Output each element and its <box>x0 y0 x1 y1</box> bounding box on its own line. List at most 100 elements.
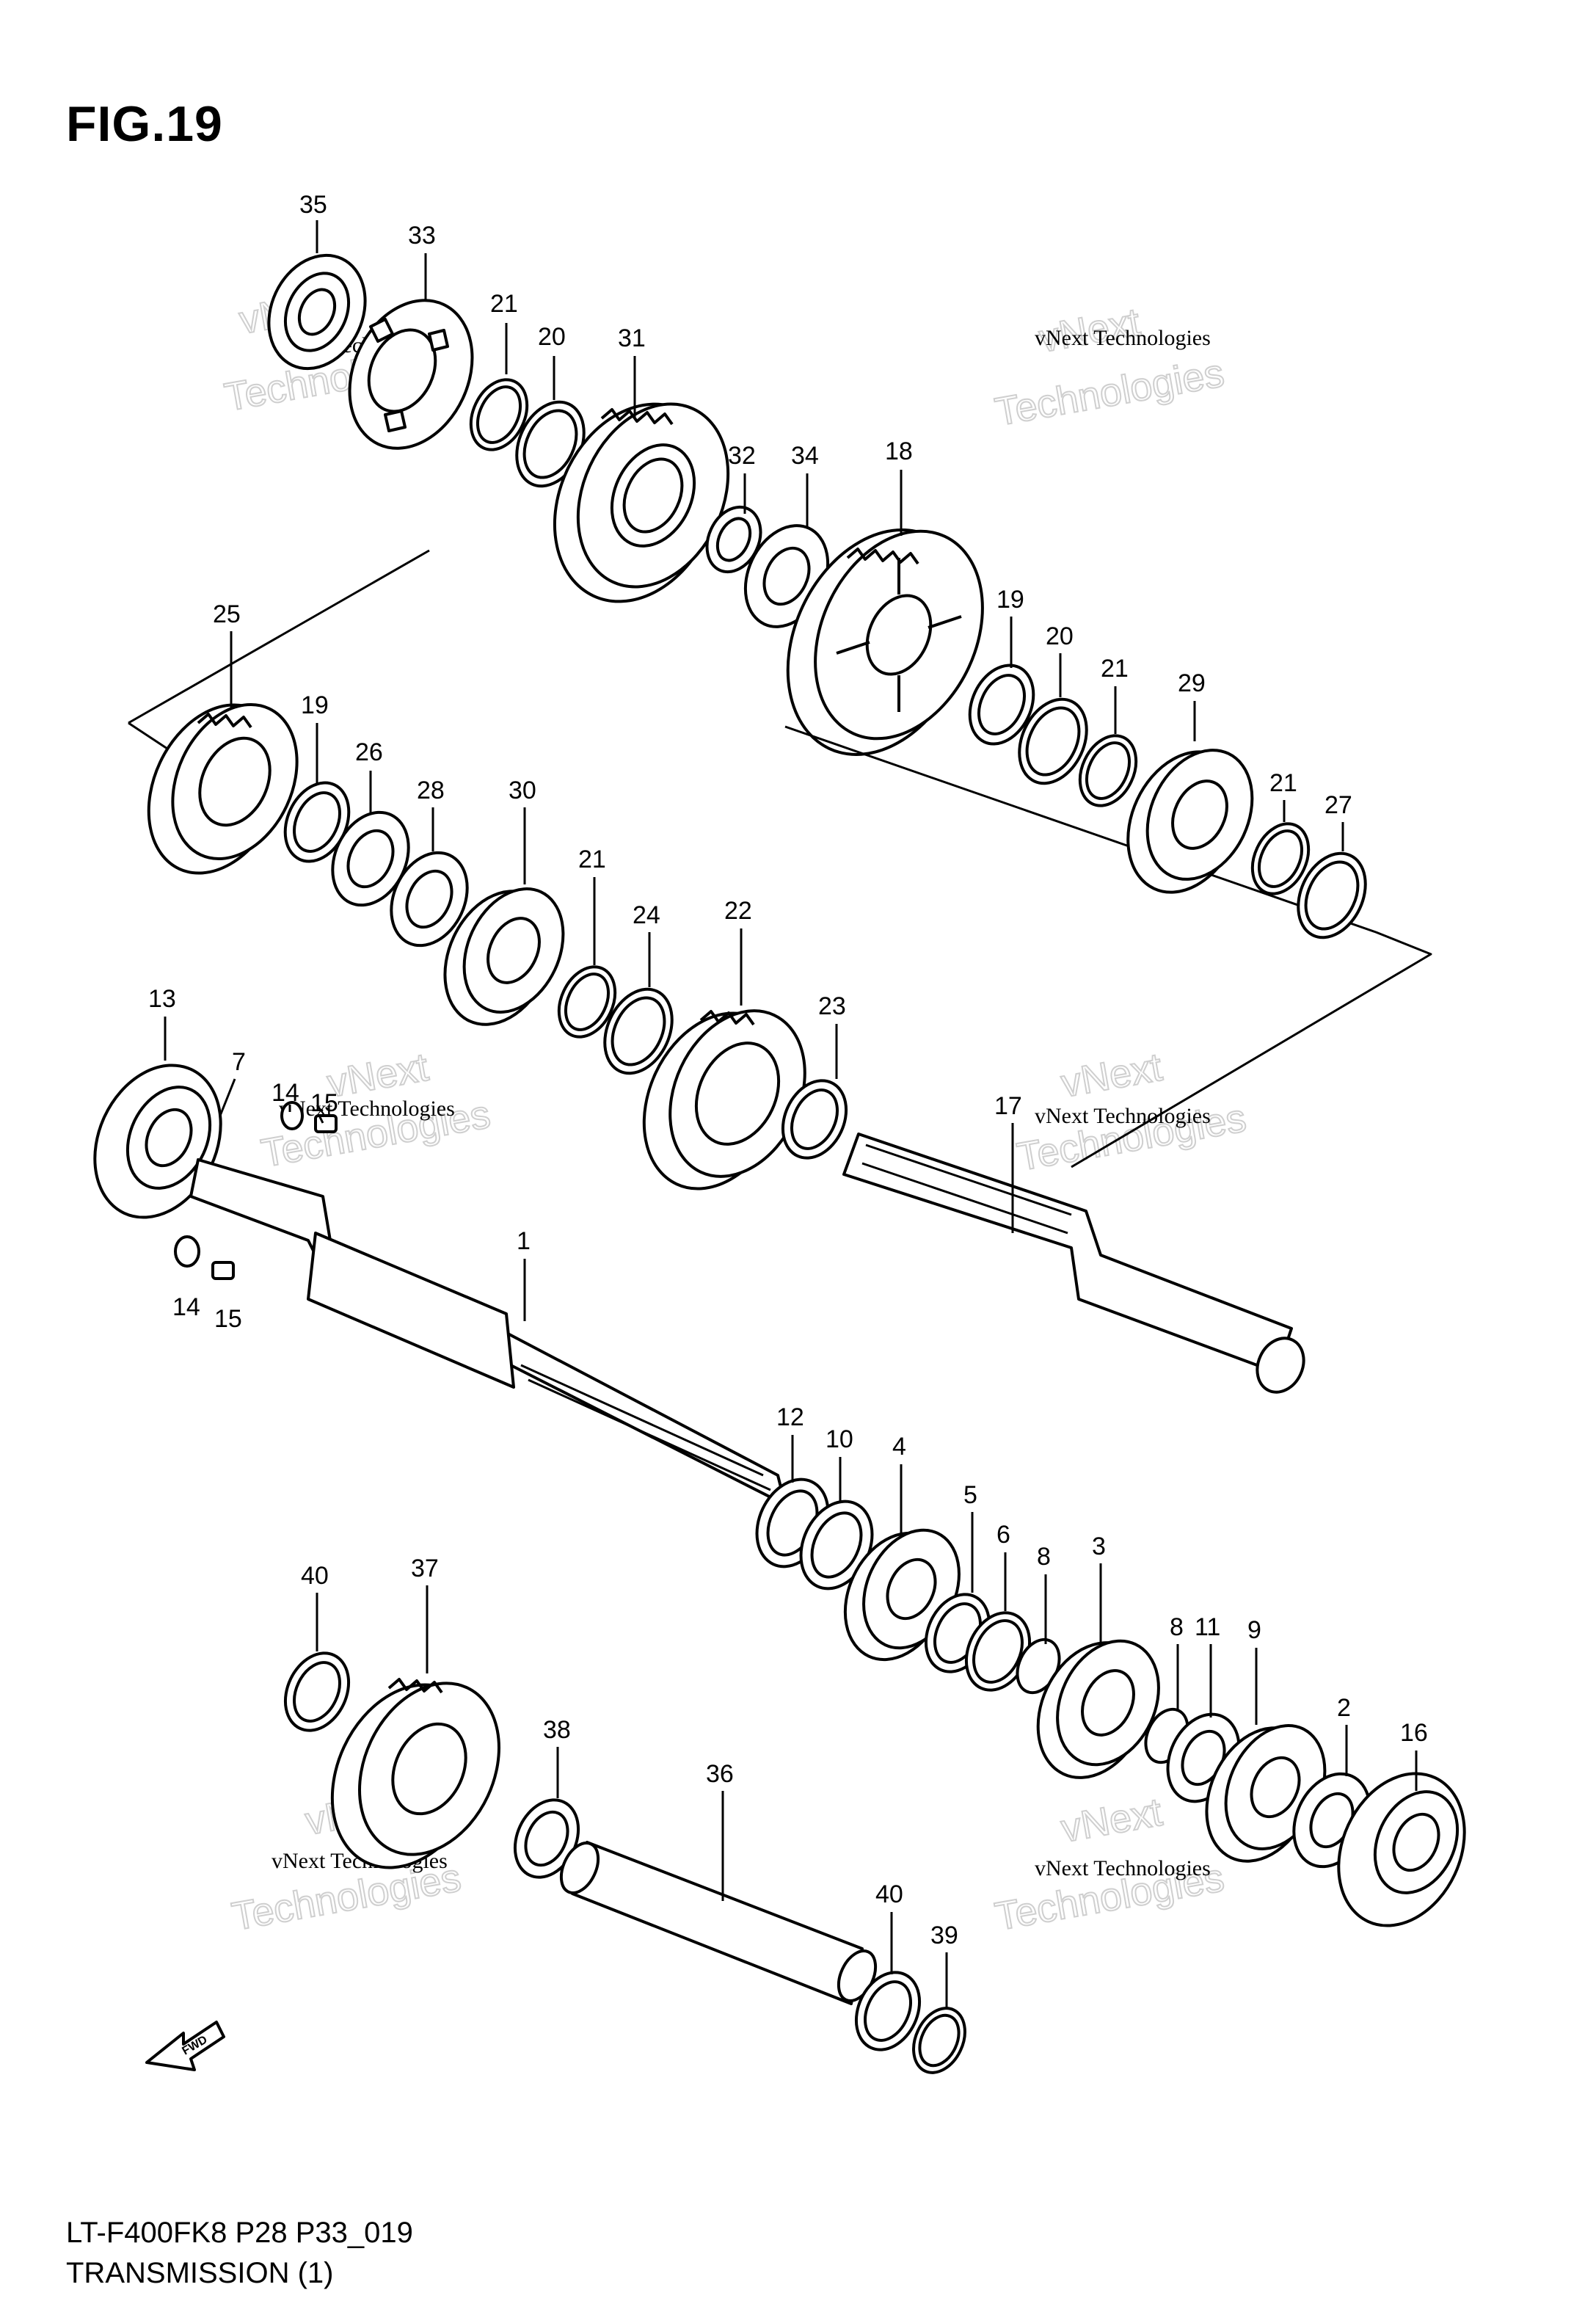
washer-40-left <box>283 1651 351 1732</box>
watermark-bottom-right: vNext Technologies vNext Technologies <box>991 1789 1228 1940</box>
washer-6 <box>964 1611 1032 1692</box>
bushing-19-left <box>283 781 351 863</box>
part-label-36: 36 <box>706 1760 734 1788</box>
part-label-4: 4 <box>892 1433 906 1461</box>
gear-37 <box>330 1678 500 1869</box>
bushing-32 <box>705 505 762 574</box>
part-labels: 35 33 21 20 31 32 34 18 25 19 26 28 30 1… <box>148 191 1428 1949</box>
part-label-14: 14 <box>272 1079 299 1107</box>
circlip-21-right <box>1078 734 1138 807</box>
part-label-7: 7 <box>232 1048 246 1076</box>
svg-text:vNext: vNext <box>1058 1045 1165 1106</box>
washer-14-upper <box>280 1101 304 1130</box>
figure-title: FIG.19 <box>66 96 223 152</box>
circlip-39 <box>912 2007 966 2074</box>
part-label-13: 13 <box>148 985 176 1013</box>
part-label-17: 17 <box>994 1092 1022 1120</box>
part-label-20: 20 <box>1046 622 1074 650</box>
bolt-15-lower <box>211 1261 235 1280</box>
leader-lines <box>164 220 1418 2007</box>
part-label-21: 21 <box>1101 655 1129 683</box>
washer-20-top <box>515 400 586 488</box>
svg-text:vNext Technologies: vNext Technologies <box>1035 1856 1211 1880</box>
svg-text:vNext Technologies: vNext Technologies <box>1035 1104 1211 1128</box>
gear-30 <box>443 887 565 1026</box>
part-label-21: 21 <box>490 290 518 318</box>
figure-name: TRANSMISSION (1) <box>66 2257 334 2289</box>
part-label-21: 21 <box>578 846 606 873</box>
washer-20-right <box>1018 697 1088 785</box>
part-label-8: 8 <box>1037 1543 1051 1571</box>
watermark-top-right: vNext Technologies vNext Technologies <box>991 299 1228 435</box>
part-label-20: 20 <box>538 323 566 351</box>
part-label-26: 26 <box>355 738 383 766</box>
part-label-12: 12 <box>776 1403 804 1431</box>
shaft-36 <box>559 1841 878 2005</box>
svg-text:Technologies: Technologies <box>992 351 1228 435</box>
figure-code: LT-F400FK8 P28 P33_019 <box>66 2217 413 2249</box>
part-label-35: 35 <box>299 191 327 219</box>
part-label-11: 11 <box>1195 1613 1220 1641</box>
part-label-33: 33 <box>408 222 436 250</box>
watermark-middle-right: vNext Technologies vNext Technologies <box>1013 1044 1250 1180</box>
gear-33 <box>348 299 474 450</box>
washer-40-right <box>854 1971 922 2051</box>
part-label-27: 27 <box>1324 791 1352 819</box>
part-label-25: 25 <box>213 600 241 628</box>
part-label-24: 24 <box>633 901 660 929</box>
part-label-40: 40 <box>301 1562 329 1590</box>
part-label-29: 29 <box>1178 669 1206 697</box>
bushing-23 <box>781 1079 848 1160</box>
part-label-19: 19 <box>996 586 1024 614</box>
part-label-38: 38 <box>543 1716 571 1744</box>
part-label-34: 34 <box>791 442 819 470</box>
washer-14-lower <box>174 1235 200 1268</box>
part-label-14: 14 <box>172 1293 200 1321</box>
washer-27 <box>1297 851 1367 939</box>
gear-9 <box>1205 1724 1327 1863</box>
needle-bearing-38 <box>513 1798 580 1879</box>
part-label-39: 39 <box>930 1922 958 1949</box>
part-label-22: 22 <box>724 897 752 925</box>
circlip-21-far <box>1250 822 1311 895</box>
svg-text:vNext: vNext <box>1058 1790 1165 1851</box>
part-label-1: 1 <box>517 1227 531 1255</box>
part-label-28: 28 <box>417 777 445 804</box>
part-label-10: 10 <box>826 1425 853 1453</box>
circlip-21-top <box>469 378 529 451</box>
lock-washer-28 <box>390 851 469 948</box>
lock-washer-26 <box>331 810 410 907</box>
bearing-35 <box>267 253 367 371</box>
circlip-21-mid <box>557 965 617 1039</box>
part-label-16: 16 <box>1400 1719 1428 1747</box>
washer-24 <box>603 987 674 1075</box>
part-label-37: 37 <box>411 1555 439 1582</box>
part-label-40: 40 <box>875 1880 903 1908</box>
gear-18 <box>786 528 984 756</box>
part-label-30: 30 <box>509 777 536 804</box>
countershaft-17 <box>842 1133 1305 1394</box>
svg-text:vNext Technologies: vNext Technologies <box>1035 326 1211 350</box>
part-label-15: 15 <box>214 1305 242 1333</box>
part-label-9: 9 <box>1247 1616 1261 1644</box>
gear-22 <box>642 1009 806 1190</box>
bearing-16 <box>1337 1772 1466 1927</box>
part-label-32: 32 <box>728 442 756 470</box>
part-label-6: 6 <box>996 1521 1010 1549</box>
bolt-15-upper <box>314 1114 338 1133</box>
bushing-19-right <box>968 664 1035 746</box>
part-label-3: 3 <box>1092 1533 1106 1560</box>
countershaft-frame <box>128 549 1432 1168</box>
main-shaft-1 <box>189 1158 787 1506</box>
svg-text:vNext Technologies: vNext Technologies <box>279 1097 455 1121</box>
part-label-31: 31 <box>618 324 646 352</box>
part-label-23: 23 <box>818 992 846 1020</box>
bearing-13 <box>93 1064 222 1219</box>
part-label-18: 18 <box>885 437 913 465</box>
part-label-21: 21 <box>1269 769 1297 797</box>
gear-25 <box>147 702 299 875</box>
washer-10 <box>799 1499 874 1591</box>
fwd-arrow-icon <box>145 2021 225 2071</box>
part-label-8: 8 <box>1170 1613 1184 1641</box>
